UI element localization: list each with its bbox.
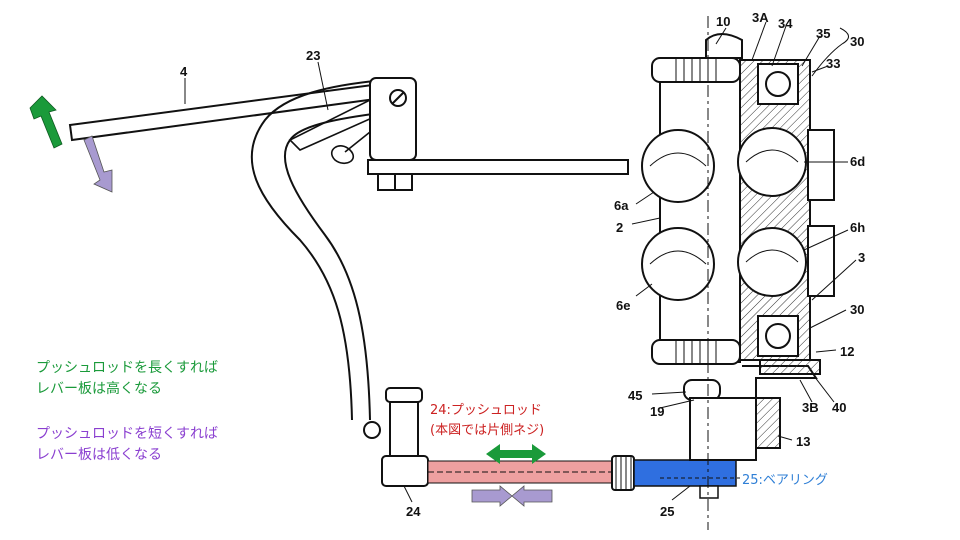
part-45: 45 <box>628 388 642 403</box>
ball-6a <box>641 129 715 203</box>
ball-6d <box>737 127 807 197</box>
shorten-arrow <box>471 485 553 507</box>
pushrod-title: 24:プッシュロッド <box>430 403 542 418</box>
part-30-bottom: 30 <box>850 302 864 317</box>
leader-lines <box>184 21 857 503</box>
part-13: 13 <box>796 434 810 449</box>
part-6e: 6e <box>616 298 630 313</box>
part-10: 10 <box>716 14 730 29</box>
part-40: 40 <box>832 400 846 415</box>
note-shorter-line2: レバー板は低くなる <box>36 447 162 463</box>
part-3: 3 <box>858 250 865 265</box>
vertical-shaft <box>381 387 429 487</box>
part-3A: 3A <box>752 10 769 25</box>
top-bearing <box>757 63 799 105</box>
note-shorter: プッシュロッドを短くすれば レバー板は低くなる <box>36 424 218 466</box>
housing-body <box>651 33 743 365</box>
lower-arrow <box>83 135 113 193</box>
part-19: 19 <box>650 404 664 419</box>
part-24: 24 <box>406 504 421 519</box>
part-3B: 3B <box>802 400 819 415</box>
part-35: 35 <box>816 26 830 41</box>
part-4: 4 <box>180 64 188 79</box>
note-longer-line2: レバー板は高くなる <box>36 381 162 397</box>
part-6a: 6a <box>614 198 629 213</box>
part-2: 2 <box>616 220 623 235</box>
part-25: 25 <box>660 504 674 519</box>
bearing-label: 25:ベアリング <box>742 473 828 488</box>
extend-arrow <box>486 444 546 464</box>
bearing-highlight <box>633 459 737 499</box>
adjuster-nut <box>611 455 635 491</box>
lever-arm <box>250 79 389 439</box>
pivot-bracket <box>367 77 629 191</box>
pushrod-note: (本図では片側ネジ) <box>430 423 544 438</box>
part-23: 23 <box>306 48 320 63</box>
note-longer: プッシュロッドを長くすれば レバー板は高くなる <box>36 358 218 400</box>
bottom-bearing <box>757 315 799 357</box>
part-33: 33 <box>826 56 840 71</box>
part-6d: 6d <box>850 154 865 169</box>
ball-6h <box>737 227 807 297</box>
ball-6e <box>641 227 715 301</box>
note-longer-line1: プッシュロッドを長くすれば <box>36 360 218 376</box>
raise-arrow <box>29 95 63 149</box>
part-12: 12 <box>840 344 854 359</box>
part-34: 34 <box>778 16 793 31</box>
part-6h: 6h <box>850 220 865 235</box>
part-numbers: 4 23 10 3A 34 35 30 33 6d 6a 2 6h 3 6e 3… <box>180 10 865 519</box>
note-shorter-line1: プッシュロッドを短くすれば <box>36 426 218 442</box>
part-30-top: 30 <box>850 34 864 49</box>
hatched-section <box>739 59 835 361</box>
